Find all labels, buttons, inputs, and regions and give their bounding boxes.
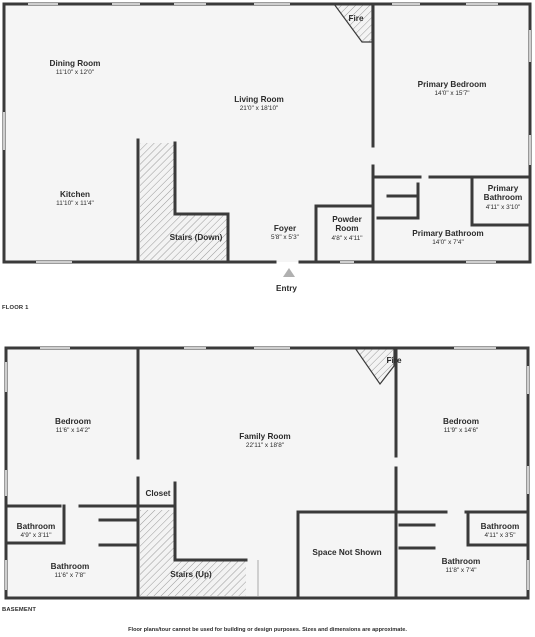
room-kitchen: Kitchen 11'10" x 11'4" bbox=[30, 190, 120, 208]
room-dimensions: 21'0" x 18'10" bbox=[239, 105, 279, 113]
stairs-down-area bbox=[140, 143, 227, 260]
basement-walls bbox=[4, 346, 530, 600]
room-dimensions: 11'10" x 12'0" bbox=[55, 69, 95, 77]
room-fire: Fire bbox=[378, 356, 410, 365]
room-living-room: Living Room 21'0" x 18'10" bbox=[214, 95, 304, 113]
room-dimensions: 4'11" x 3'10" bbox=[485, 203, 521, 211]
room-name: Stairs (Down) bbox=[169, 233, 223, 242]
room-dimensions: 11'6" x 14'2" bbox=[55, 427, 91, 435]
room-fire: Fire bbox=[340, 14, 372, 23]
basement-label: BASEMENT bbox=[2, 607, 37, 613]
room-primary-bedroom: Primary Bedroom 14'0" x 15'7" bbox=[400, 80, 504, 98]
room-name: Kitchen bbox=[59, 190, 91, 199]
room-primary-bathroom: Primary Bathroom 14'0" x 7'4" bbox=[392, 229, 504, 247]
room-family-room: Family Room 22'11" x 18'8" bbox=[220, 432, 310, 450]
floor-1-walls bbox=[2, 2, 532, 264]
room-dimensions: 14'0" x 7'4" bbox=[432, 239, 464, 247]
room-space-not-shown: Space Not Shown bbox=[302, 548, 392, 557]
room-dimensions: 11'9" x 14'6" bbox=[443, 427, 479, 435]
room-name: Space Not Shown bbox=[312, 548, 382, 557]
room-name: Powder Room bbox=[332, 215, 362, 234]
room-name: Fire bbox=[348, 14, 364, 23]
room-name: Foyer bbox=[273, 224, 297, 233]
room-bathroom-left: Bathroom 11'6" x 7'8" bbox=[30, 562, 110, 580]
room-name: Bathroom bbox=[480, 522, 520, 531]
room-name: Primary Bedroom bbox=[417, 80, 487, 89]
room-name: Dining Room bbox=[49, 59, 101, 68]
room-primary-bathroom-small: Primary Bathroom 4'11" x 3'10" bbox=[474, 184, 532, 211]
room-name: Family Room bbox=[239, 432, 291, 441]
entry-arrow-icon bbox=[283, 268, 295, 277]
room-dimensions: 5'8" x 5'3" bbox=[271, 234, 299, 242]
room-dimensions: 4'8" x 4'11" bbox=[331, 234, 363, 242]
room-name: Bathroom bbox=[16, 522, 56, 531]
room-bathroom-small-right: Bathroom 4'11" x 3'5" bbox=[470, 522, 530, 540]
room-dining-room: Dining Room 11'10" x 12'0" bbox=[30, 59, 120, 77]
basement-windows bbox=[5, 347, 529, 596]
room-foyer: Foyer 5'8" x 5'3" bbox=[258, 224, 312, 242]
room-dimensions: 4'11" x 3'5" bbox=[484, 532, 516, 540]
room-bedroom-left: Bedroom 11'6" x 14'2" bbox=[30, 417, 116, 435]
entry-label: Entry bbox=[276, 284, 297, 293]
room-name: Bedroom bbox=[443, 417, 479, 426]
room-name: Stairs (Up) bbox=[170, 570, 212, 579]
floor-1-label: FLOOR 1 bbox=[2, 305, 29, 311]
room-dimensions: 4'9" x 3'11" bbox=[20, 532, 52, 540]
room-name: Bathroom bbox=[441, 557, 481, 566]
basement-plan bbox=[4, 346, 530, 600]
basement-floor bbox=[6, 348, 528, 598]
room-closet: Closet bbox=[140, 489, 176, 498]
room-name: Bedroom bbox=[55, 417, 91, 426]
room-name: Bathroom bbox=[50, 562, 90, 571]
floor-1-windows bbox=[3, 3, 531, 263]
stairs-up-area bbox=[140, 510, 246, 596]
room-dimensions: 22'11" x 18'8" bbox=[245, 442, 285, 450]
room-name: Closet bbox=[145, 489, 171, 498]
room-dimensions: 14'0" x 15'7" bbox=[434, 90, 470, 98]
room-name: Fire bbox=[386, 356, 402, 365]
room-stairs-up: Stairs (Up) bbox=[160, 570, 222, 579]
room-dimensions: 11'8" x 7'4" bbox=[445, 567, 477, 575]
room-dimensions: 11'6" x 7'8" bbox=[54, 572, 86, 580]
room-stairs-down: Stairs (Down) bbox=[156, 233, 236, 242]
floor-1-plan bbox=[2, 2, 532, 277]
floor-1-floor bbox=[4, 4, 530, 262]
room-name: Living Room bbox=[234, 95, 284, 104]
room-bedroom-right: Bedroom 11'9" x 14'6" bbox=[418, 417, 504, 435]
room-name: Primary Bathroom bbox=[483, 184, 523, 203]
room-bathroom-small-left: Bathroom 4'9" x 3'11" bbox=[8, 522, 64, 540]
room-name: Primary Bathroom bbox=[412, 229, 484, 238]
room-bathroom-right: Bathroom 11'8" x 7'4" bbox=[420, 557, 502, 575]
room-powder-room: Powder Room 4'8" x 4'11" bbox=[322, 215, 372, 242]
room-dimensions: 11'10" x 11'4" bbox=[56, 200, 94, 208]
disclaimer-text: Floor plans/tour cannot be used for buil… bbox=[128, 627, 407, 633]
